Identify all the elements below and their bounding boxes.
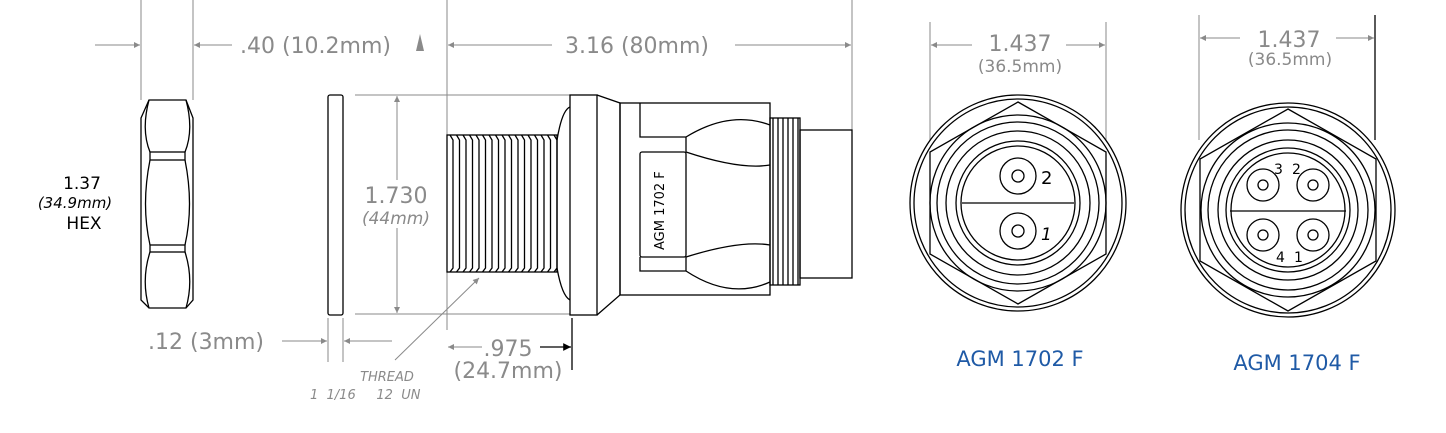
front-view-agm-1702: 1.437 (36.5mm) 2 1 AGM 1702 F xyxy=(909,22,1127,371)
hex-nut xyxy=(140,99,194,309)
contact-2: 2 xyxy=(1041,168,1052,189)
contact-4: 4 xyxy=(1276,250,1285,266)
flange-diameter-label: 1.730 xyxy=(365,184,428,209)
front-view-agm-1704: 1.437 (36.5mm) 3 2 4 1 AGM 1704 F xyxy=(1180,15,1396,375)
hex-thickness-label: .40 (10.2mm) xyxy=(240,34,391,59)
front-view-title: AGM 1702 F xyxy=(956,347,1083,371)
flange-diameter-mm: (44mm) xyxy=(362,209,430,229)
body-marking: AGM 1702 F xyxy=(653,171,668,250)
overall-length-label: 3.16 (80mm) xyxy=(565,34,709,59)
contact-1: 1 xyxy=(1041,225,1052,245)
hex-nut-thickness-dimension xyxy=(95,0,424,100)
width-mm: (36.5mm) xyxy=(1248,50,1332,70)
washer-thickness-dimension xyxy=(282,318,392,362)
thread-spec: 1 1/16 12 UN xyxy=(310,388,421,403)
washer-thickness-label: .12 (3mm) xyxy=(148,330,264,355)
hex-label: HEX xyxy=(66,214,102,234)
width-label: 1.437 xyxy=(989,32,1052,57)
arrow-up-icon xyxy=(416,34,424,51)
washer xyxy=(327,94,344,316)
width-mm: (36.5mm) xyxy=(978,57,1062,77)
width-label: 1.437 xyxy=(1258,28,1321,53)
front-view-title: AGM 1704 F xyxy=(1233,351,1360,375)
contact-2: 2 xyxy=(1292,162,1301,178)
hex-size-mm: (34.9mm) xyxy=(38,194,112,212)
contact-3: 3 xyxy=(1274,162,1283,178)
thread-label: THREAD xyxy=(360,370,414,385)
thread-length-mm: (24.7mm) xyxy=(453,359,562,384)
thread-length-label: .975 xyxy=(484,337,533,362)
flange-diameter-dimension xyxy=(355,94,570,315)
thread-length-dimension xyxy=(448,318,573,370)
hex-size: 1.37 xyxy=(63,174,101,194)
thread-leader xyxy=(394,277,480,361)
connector-body: AGM 1702 F xyxy=(446,94,853,316)
contact-1: 1 xyxy=(1294,250,1303,266)
